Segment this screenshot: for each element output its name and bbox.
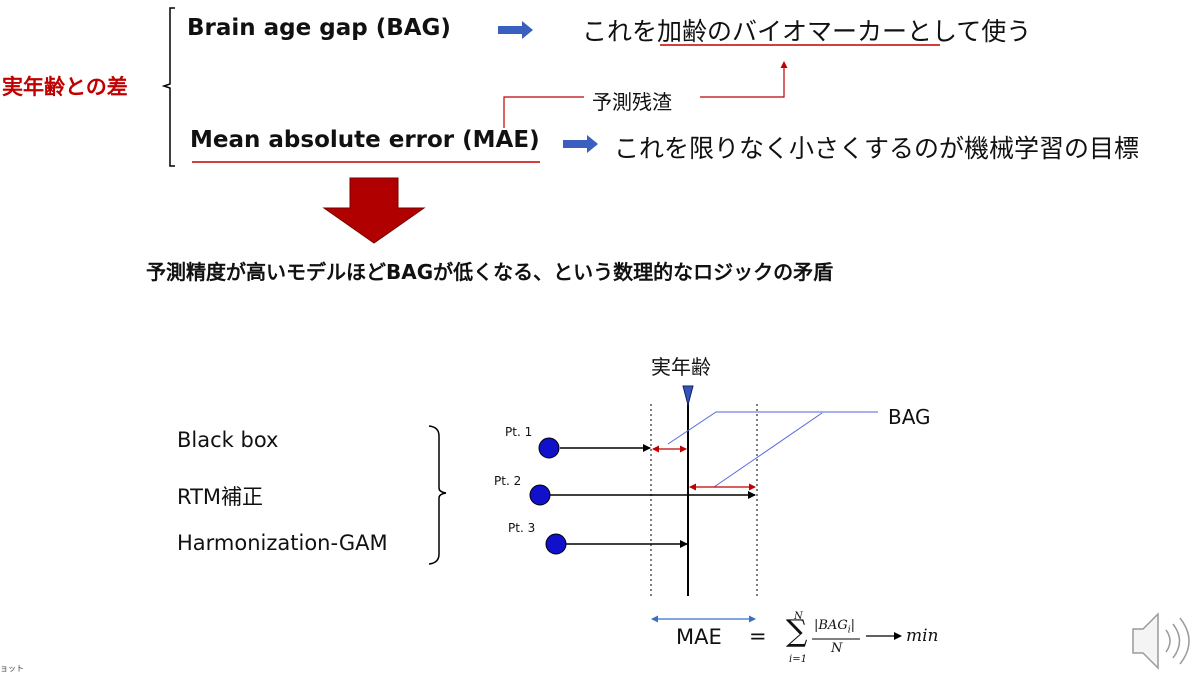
bag-description: これを加齢のバイオマーカーとして使う	[582, 17, 1032, 46]
formula-equals: =	[749, 624, 767, 648]
sum-upper-limit: N	[794, 611, 803, 622]
bag-connector-1	[667, 411, 878, 445]
mae-description: これを限りなく小さくするのが機械学習の目標	[614, 134, 1140, 163]
numerator-text: |BAG	[814, 618, 848, 633]
bag-label: Brain age gap (BAG)	[187, 15, 451, 41]
method-black-box: Black box	[177, 428, 279, 452]
patient-2-dot	[529, 484, 551, 506]
formula-numerator: |BAGi|	[814, 618, 855, 636]
methods-bracket	[428, 425, 447, 565]
numerator-end: |	[850, 618, 855, 633]
sum-symbol: ∑	[786, 614, 808, 649]
patient-1-dot	[538, 437, 560, 459]
residual-label: 予測残渣	[592, 90, 672, 114]
mae-arrow-icon	[563, 135, 598, 153]
method-harmonization-gam: Harmonization-GAM	[177, 531, 388, 555]
formula-result: min	[906, 626, 939, 646]
patient-2-label: Pt. 2	[494, 474, 522, 488]
down-arrow-icon	[322, 177, 426, 244]
sum-lower-limit: i=1	[789, 654, 807, 665]
true-age-label: 実年齢	[651, 355, 711, 379]
patient-3-label: Pt. 3	[508, 521, 536, 535]
numerator-subscript: i	[847, 625, 851, 636]
left-label: 実年齢との差	[2, 75, 128, 99]
bag-connector-2	[713, 412, 823, 488]
conclusion-text: 予測精度が高いモデルほどBAGが低くなる、という数理的なロジックの矛盾	[146, 260, 834, 284]
corner-text: ョット	[0, 664, 24, 673]
mae-label: Mean absolute error (MAE)	[190, 127, 540, 153]
residual-connector	[503, 96, 584, 128]
patient-3-dot	[545, 533, 567, 555]
header-bracket	[161, 7, 175, 167]
formula-lhs: MAE	[676, 625, 722, 649]
true-age-marker-icon	[682, 385, 694, 407]
formula-denominator: N	[831, 641, 843, 656]
speaker-icon[interactable]	[1132, 612, 1190, 670]
method-rtm: RTM補正	[177, 485, 264, 509]
patient-1-label: Pt. 1	[505, 425, 533, 439]
bag-arrow-icon	[498, 21, 533, 39]
residual-connector-arrow	[700, 61, 788, 98]
bag-diagram-label: BAG	[888, 405, 931, 429]
